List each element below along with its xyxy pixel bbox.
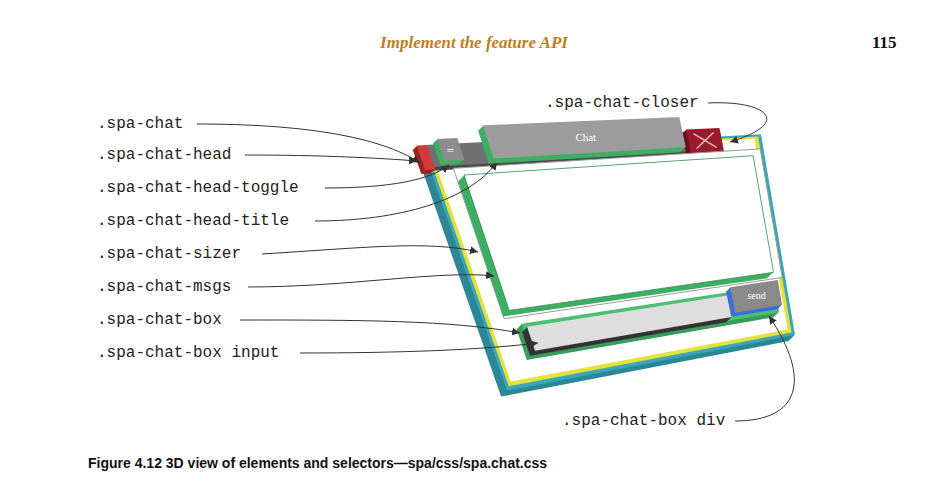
chat-head-edge xyxy=(413,145,436,174)
button-label: = xyxy=(447,143,454,156)
chat-outer-slab-side xyxy=(419,139,790,395)
leader-line xyxy=(708,103,767,142)
selector-label: .spa-chat-head xyxy=(97,145,231,165)
send-button-shape xyxy=(726,280,782,317)
selector-label: .spa-chat-head-toggle xyxy=(97,178,299,198)
title-bar-shape-side xyxy=(482,118,685,160)
chat-outer-face-face xyxy=(433,139,787,382)
close-icon-stroke xyxy=(697,133,714,149)
selector-label: .spa-chat-box input xyxy=(97,343,279,363)
title-bar-shape-face xyxy=(483,117,686,159)
chat-outer-slab-side xyxy=(422,136,793,392)
send-button-shape-side xyxy=(729,281,781,314)
button-label: send xyxy=(747,291,765,301)
title-bar: Chat xyxy=(476,115,688,166)
leader-line xyxy=(325,165,449,188)
chat-outer-slab xyxy=(418,134,795,396)
figure-caption: Figure 4.12 3D view of elements and sele… xyxy=(88,453,547,473)
leader-line xyxy=(300,343,538,353)
chat-input-side xyxy=(526,297,731,352)
chat-head-edge-side xyxy=(416,146,435,171)
running-header: Implement the feature API xyxy=(380,33,568,53)
toggle-button: = xyxy=(431,136,466,167)
chat-outer-band-face xyxy=(428,137,791,387)
chat-outer-band xyxy=(428,137,791,387)
chat-closer-face xyxy=(686,128,724,153)
selector-label: .spa-chat-sizer xyxy=(97,244,241,264)
leader-line xyxy=(248,275,494,287)
chat-head-edge-face xyxy=(417,145,436,170)
button-label: Chat xyxy=(575,131,596,142)
toggle-button-shape xyxy=(433,138,464,165)
leader-line xyxy=(240,320,520,333)
selector-label: .spa-chat-closer xyxy=(545,93,699,113)
selector-label: .spa-chat-head-title xyxy=(97,211,289,231)
chat-sizer-face xyxy=(453,149,782,319)
leader-line xyxy=(262,246,478,254)
selector-label: .spa-chat xyxy=(97,114,183,134)
selector-label: .spa-chat-msgs xyxy=(97,277,231,297)
leader-line xyxy=(735,316,794,421)
chat-outer-slab-side xyxy=(421,137,792,393)
chat-msgs xyxy=(458,156,774,317)
chat-outer-slab-side xyxy=(423,135,794,391)
chat-outer-slab-face xyxy=(424,134,795,390)
leader-line xyxy=(315,162,497,221)
send-button-shape-face xyxy=(730,280,782,313)
send-button: send xyxy=(724,278,784,319)
close-icon xyxy=(693,133,716,149)
chat-input-face xyxy=(527,296,732,351)
chat-outer-slab-side xyxy=(420,138,791,394)
chat-msgs-side xyxy=(463,157,773,312)
selector-label: .spa-chat-box div xyxy=(562,411,725,431)
toggle-button-shape-face xyxy=(437,138,464,161)
toggle-button-shape-side xyxy=(436,139,463,162)
page-number: 115 xyxy=(872,33,897,53)
chat-sizer xyxy=(453,149,782,319)
chat-outer-face xyxy=(433,139,787,382)
chat-msgs-face xyxy=(464,156,774,311)
title-bar-shape xyxy=(478,117,686,164)
leader-line xyxy=(245,155,417,161)
chat-closer-side xyxy=(685,129,723,154)
selector-label: .spa-chat-box xyxy=(97,310,222,330)
chat-input xyxy=(522,296,732,356)
